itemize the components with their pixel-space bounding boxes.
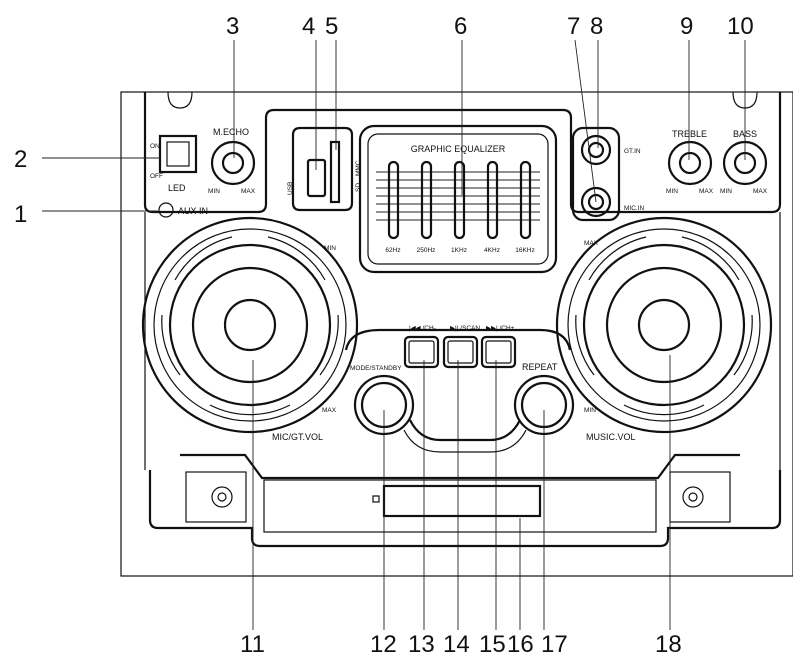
music-volume-dial[interactable] [555,216,773,434]
eq-band-label: 16KHz [515,247,535,254]
usb-label: USB [287,182,294,195]
eq-slider-4khz[interactable] [486,160,499,240]
gt-in-label: GT.IN [624,148,641,155]
card-slot-housing [291,126,354,212]
top-screw-left [167,91,193,109]
callout-number: 9 [680,13,693,40]
eq-slider-16khz[interactable] [519,160,532,240]
equalizer-title: GRAPHIC EQUALIZER [411,144,506,154]
display-window [382,484,542,518]
knob-connector-outer [403,429,527,453]
gt-in-jack[interactable] [580,134,612,166]
ir-sensor [372,495,380,503]
mode-standby-label: MODE/STANDBY [350,365,402,372]
music-vol-min: MIN [584,407,596,414]
m-echo-label: M.ECHO [213,127,249,137]
mmc-label: MMC [355,160,362,176]
center-housing-top [344,328,572,351]
usb-port[interactable] [306,158,327,198]
eq-band-label: 1KHz [451,247,467,254]
bass-max: MAX [753,188,768,195]
aux-in-label: AUX IN [178,206,208,216]
screw-right [682,486,704,508]
screw-left-inner [217,492,227,502]
aux-in-jack[interactable] [158,202,174,218]
mic-in-label: MIC.IN [624,205,645,212]
handle-top-edge [180,453,740,480]
callout-number: 13 [408,631,435,655]
outer-panel [120,91,793,577]
play-scan-button[interactable] [442,335,479,369]
m-echo-min: MIN [208,188,220,195]
screw-right-inner [688,492,698,502]
eq-slider-250hz[interactable] [420,160,433,240]
callout-number: 5 [325,13,338,40]
treble-min: MIN [666,188,678,195]
callout-number: 2 [14,146,27,173]
callout-number: 17 [541,631,568,655]
mic-gt-volume-dial[interactable] [141,216,359,434]
led-on-label: ON [150,143,160,150]
treble-label: TREBLE [672,129,707,139]
repeat-label: REPEAT [522,362,558,372]
music-vol-label: MUSIC.VOL [586,432,636,442]
mic-gt-vol-label: MIC/GT.VOL [272,432,323,442]
treble-max: MAX [699,188,714,195]
equalizer-panel [358,124,558,274]
callout-number: 16 [507,631,534,655]
eq-slider-1khz[interactable] [453,160,466,240]
music-vol-max: MAX [584,240,599,247]
handle-grip [263,479,657,533]
eq-scale-lines [376,171,540,221]
m-echo-knob[interactable] [210,140,256,186]
screw-left [211,486,233,508]
prev-ch-label: |◀◀ /CH- [409,325,436,332]
eq-slider-62hz[interactable] [387,160,400,240]
mic-vol-min: MIN [324,245,336,252]
top-strip-outline [143,92,782,214]
callout-number: 10 [727,13,754,40]
next-ch-label: ▶▶| /CH+ [486,325,515,332]
callout-number: 11 [240,631,265,655]
treble-knob[interactable] [667,140,713,186]
next-ch-button[interactable] [480,335,517,369]
callout-number: 4 [302,13,315,40]
input-jack-housing [571,126,621,222]
led-switch[interactable] [158,134,198,174]
callout-number: 6 [454,13,467,40]
callout-number: 14 [443,631,470,655]
mic-in-jack[interactable] [580,186,612,218]
m-echo-max: MAX [241,188,256,195]
bottom-right-block [669,471,731,523]
mic-vol-max: MAX [322,407,337,414]
sd-card-slot[interactable] [329,140,341,204]
callout-number: 12 [370,631,397,655]
callout-number: 15 [479,631,506,655]
prev-ch-button[interactable] [403,335,440,369]
eq-band-label: 4KHz [484,247,500,254]
handle-outer [148,470,782,548]
callout-number: 7 [567,13,580,40]
play-scan-label: ▶|| /SCAN [450,325,480,332]
callout-number: 3 [226,13,239,40]
eq-band-label: 250Hz [417,247,436,254]
eq-band-label: 62Hz [385,247,400,254]
leader-lines [42,39,746,630]
led-off-label: OFF [150,173,163,180]
callout-number: 1 [14,201,27,228]
sd-label: SD [355,183,362,192]
knob-connector [409,419,521,442]
bottom-left-block [185,471,247,523]
callout-number: 18 [655,631,682,655]
led-label: LED [168,183,186,193]
callout-number: 8 [590,13,603,40]
bass-min: MIN [720,188,732,195]
